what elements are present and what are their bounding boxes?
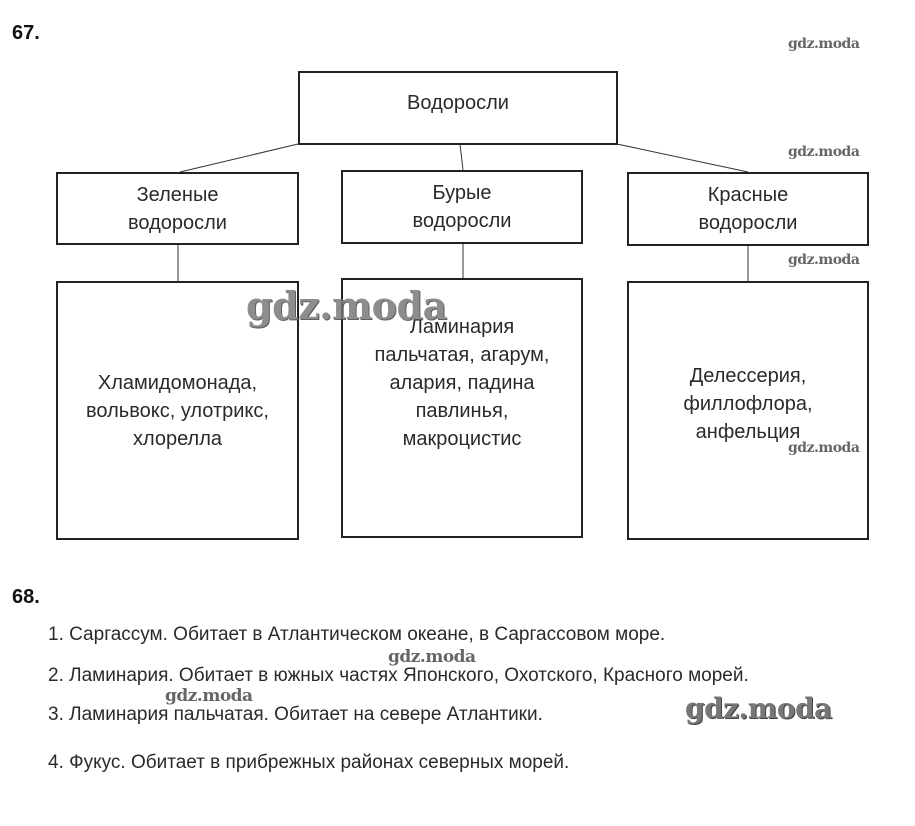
group-box-brown: Бурые водоросли [341, 170, 583, 244]
list-item: 3. Ламинария пальчатая. Обитает на север… [48, 704, 543, 725]
connector-root-green [179, 143, 299, 173]
examples-text: Хламидомонада, вольвокс, улотрикс, хлоре… [86, 371, 269, 450]
examples-text: Ламинария пальчатая, агарум, алария, пад… [374, 316, 550, 450]
group-box-green: Зеленые водоросли [56, 172, 299, 245]
root-label: Водоросли [407, 92, 509, 114]
group-title: Красные водоросли [698, 184, 798, 234]
connector-root-brown [459, 143, 464, 171]
root-box: Водоросли [298, 71, 618, 145]
watermark: gdz.moda [788, 144, 860, 160]
watermark: gdz.moda [685, 692, 832, 725]
list-item: 2. Ламинария. Обитает в южных частях Япо… [48, 665, 749, 686]
watermark: gdz.moda [788, 252, 860, 268]
examples-box-green: Хламидомонада, вольвокс, улотрикс, хлоре… [56, 281, 299, 540]
examples-text: Делессерия, филлофлора, анфельция [683, 364, 813, 443]
watermark: gdz.moda [788, 440, 860, 456]
group-title: Бурые водоросли [412, 182, 512, 232]
examples-box-red: Делессерия, филлофлора, анфельция [627, 281, 869, 540]
watermark: gdz.moda [246, 283, 447, 328]
watermark: gdz.moda [165, 686, 253, 706]
list-item: 1. Саргассум. Обитает в Атлантическом ок… [48, 624, 666, 645]
watermark: gdz.moda [788, 36, 860, 52]
list-item: 4. Фукус. Обитает в прибрежных районах с… [48, 752, 570, 773]
watermark: gdz.moda [388, 647, 476, 667]
connector-root-red [616, 143, 749, 173]
group-box-red: Красные водоросли [627, 172, 869, 246]
group-title: Зеленые водоросли [128, 183, 227, 234]
task-68-number: 68. [12, 586, 40, 608]
task-67-number: 67. [12, 22, 40, 44]
examples-box-brown: Ламинария пальчатая, агарум, алария, пад… [341, 278, 583, 538]
